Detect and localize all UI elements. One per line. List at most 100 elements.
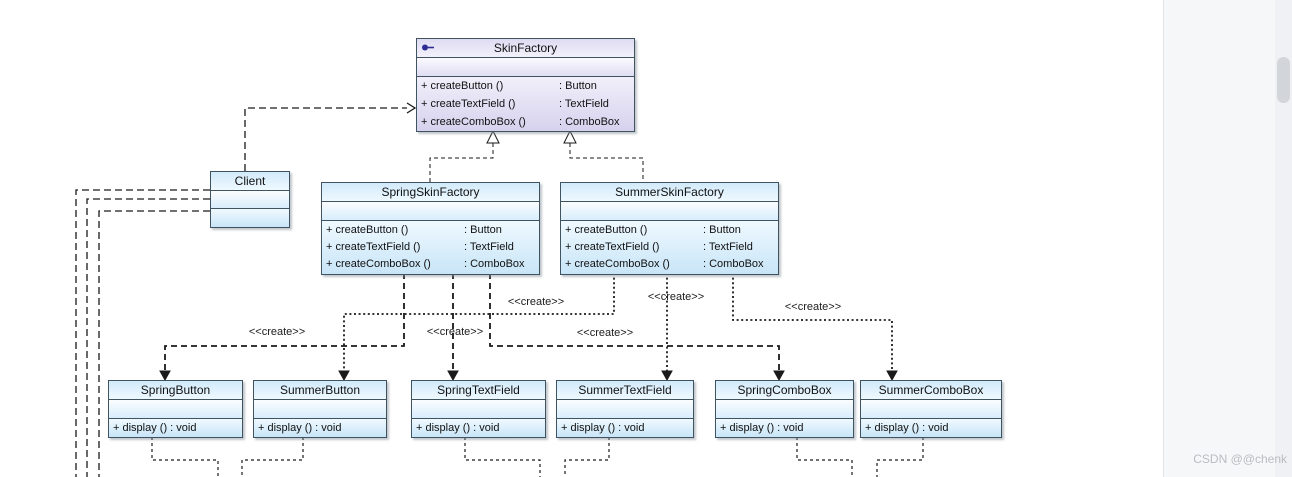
class-skinfactory: SkinFactory + createButton (): Button + … — [416, 38, 635, 132]
method-type: : TextField — [559, 98, 609, 110]
method-type: : Button — [559, 80, 597, 92]
class-title-bar: SpringButton — [109, 381, 242, 400]
stub-summercombobox-line — [876, 437, 924, 477]
attributes-compartment — [561, 202, 778, 221]
method-signature: + createButton () — [326, 224, 409, 236]
attributes-compartment — [322, 202, 539, 221]
scrollbar-thumb[interactable] — [1277, 57, 1290, 103]
attributes-compartment — [557, 400, 693, 419]
method-signature: + createTextField () — [565, 241, 660, 253]
stub-summertextfield-line — [564, 437, 610, 477]
arrowhead-icon — [773, 370, 785, 382]
interface-lollipop-icon — [422, 44, 434, 51]
class-title-bar: SummerButton — [254, 381, 386, 400]
class-name: SummerSkinFactory — [615, 185, 724, 199]
method-row: + createButton () : Button — [322, 222, 539, 239]
method-signature: + display () : void — [113, 422, 197, 434]
method-signature: + display () : void — [865, 422, 949, 434]
attributes-compartment — [412, 400, 545, 419]
method-type: : ComboBox — [559, 116, 620, 128]
method-row: + display () : void — [254, 419, 386, 437]
class-title-bar: SummerSkinFactory — [561, 183, 778, 202]
class-title-bar: SpringSkinFactory — [322, 183, 539, 202]
class-summercombobox: SummerComboBox + display () : void — [860, 380, 1002, 438]
method-row: + createTextField (): TextField — [322, 239, 539, 256]
uml-diagram-canvas: SkinFactory + createButton (): Button + … — [75, 38, 1002, 477]
class-name: SummerTextField — [578, 383, 672, 397]
class-title-bar: SpringTextField — [412, 381, 545, 400]
method-signature: + createButton () — [565, 224, 648, 236]
method-row: + createComboBox () : ComboBox — [561, 256, 778, 273]
dependency-client-skinfactory-line — [244, 107, 407, 171]
method-row: + createComboBox (): ComboBox — [322, 256, 539, 273]
methods-compartment: + createButton () : Button + createTextFi… — [322, 221, 539, 274]
class-springskinfactory: SpringSkinFactory + createButton () : But… — [321, 182, 540, 275]
method-row: + display () : void — [716, 419, 853, 437]
open-arrow-icon — [406, 102, 417, 114]
method-type: : Button — [464, 224, 502, 236]
class-title-bar: Client — [211, 172, 289, 191]
stub-summerbutton-line — [241, 437, 304, 477]
class-title-bar: SummerComboBox — [861, 381, 1001, 400]
create-stereotype-label: <<create>> — [784, 301, 842, 313]
method-row: + createTextField (): TextField — [417, 95, 634, 113]
attributes-compartment — [861, 400, 1001, 419]
class-title-bar: SpringComboBox — [716, 381, 853, 400]
methods-compartment: + display () : void — [861, 419, 1001, 437]
method-type: : ComboBox — [703, 258, 764, 270]
method-row: + createComboBox () : ComboBox — [417, 113, 634, 131]
arrowhead-icon — [661, 370, 673, 382]
method-signature: + createComboBox () — [421, 116, 526, 128]
class-springbutton: SpringButton + display () : void — [108, 380, 243, 438]
class-name: SpringTextField — [437, 383, 520, 397]
class-name: SummerButton — [279, 383, 361, 397]
methods-compartment: + display () : void — [412, 419, 545, 437]
create-stereotype-label: <<create>> — [647, 291, 705, 303]
class-name: SpringButton — [140, 383, 211, 397]
scrollbar-track[interactable] — [1275, 0, 1292, 477]
create-stereotype-label: <<create>> — [248, 326, 306, 338]
method-signature: + createButton () — [421, 80, 504, 92]
method-row: + display () : void — [109, 419, 242, 437]
method-row: + createButton () : Button — [561, 222, 778, 239]
create-summer-button-line — [343, 273, 615, 371]
stub-springcombobox-line — [796, 437, 853, 477]
class-name: SummerComboBox — [878, 383, 984, 397]
methods-compartment: + createButton () : Button + createTextFi… — [417, 77, 634, 131]
method-row: + createTextField () : TextField — [561, 239, 778, 256]
arrowhead-icon — [886, 370, 898, 382]
create-stereotype-label: <<create>> — [426, 326, 484, 338]
create-stereotype-label: <<create>> — [576, 327, 634, 339]
page-side-panel: CSDN @@chenk — [1163, 0, 1292, 477]
arrowhead-icon — [338, 370, 350, 382]
method-row: + display () : void — [412, 419, 545, 437]
create-spring-button-line — [164, 273, 405, 371]
method-signature: + display () : void — [258, 422, 342, 434]
method-type: : TextField — [703, 241, 753, 253]
create-stereotype-label: <<create>> — [507, 296, 565, 308]
methods-compartment: + display () : void — [557, 419, 693, 437]
attributes-compartment — [254, 400, 386, 419]
arrowhead-icon — [159, 370, 171, 382]
realization-triangle-icon — [563, 129, 577, 144]
attributes-compartment — [716, 400, 853, 419]
method-type: : Button — [703, 224, 741, 236]
watermark-text: CSDN @@chenk — [1193, 452, 1287, 466]
method-signature: + createComboBox () — [565, 258, 670, 270]
class-client: Client — [210, 171, 290, 228]
method-signature: + display () : void — [561, 422, 645, 434]
create-spring-combobox-line — [489, 273, 780, 371]
class-springtextfield: SpringTextField + display () : void — [411, 380, 546, 438]
method-signature: + display () : void — [720, 422, 804, 434]
class-summertextfield: SummerTextField + display () : void — [556, 380, 694, 438]
methods-compartment: + display () : void — [109, 419, 242, 437]
realization-summerskinfactory-line — [569, 143, 644, 182]
methods-compartment: + createButton () : Button + createTextFi… — [561, 221, 778, 274]
class-title-bar: SummerTextField — [557, 381, 693, 400]
attributes-compartment — [109, 400, 242, 419]
attributes-compartment — [417, 58, 634, 77]
method-type: : TextField — [464, 241, 514, 253]
method-row: + createButton () : Button — [417, 77, 634, 95]
stub-springbutton-line — [151, 437, 219, 477]
